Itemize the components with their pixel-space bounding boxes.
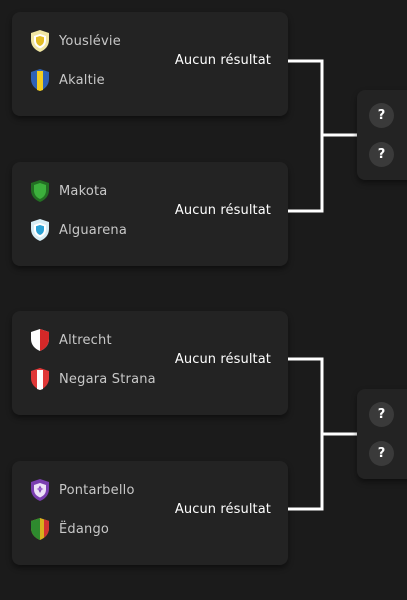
green-shield-icon <box>31 180 49 202</box>
team-name: Ëdango <box>59 521 110 537</box>
light-blue-shield-icon <box>31 219 49 241</box>
team-name: Alguarena <box>59 222 128 238</box>
unknown-team-icon: ? <box>369 441 394 466</box>
team-name: Altrecht <box>59 332 112 348</box>
match-result: Aucun résultat <box>174 352 271 367</box>
unknown-team-icon: ? <box>369 142 394 167</box>
match-card[interactable]: Pontarbello Ëdango Aucun résultat <box>12 461 288 565</box>
team-row[interactable]: Ëdango <box>30 517 109 541</box>
unknown-team-icon: ? <box>369 402 394 427</box>
match-card[interactable]: Youslévie Akaltie Aucun résultat <box>12 12 288 116</box>
bracket-connector-top <box>288 59 357 213</box>
team-row[interactable]: Youslévie <box>30 29 121 53</box>
next-round-card[interactable]: ? ? <box>357 90 407 180</box>
next-round-card[interactable]: ? ? <box>357 389 407 479</box>
team-row[interactable]: Alguarena <box>30 218 127 242</box>
yellow-shield-icon <box>31 30 49 52</box>
green-yellow-red-shield-icon <box>31 518 49 540</box>
team-name: Makota <box>59 183 108 199</box>
team-row[interactable]: Akaltie <box>30 68 105 92</box>
team-name: Akaltie <box>59 72 105 88</box>
match-card[interactable]: Altrecht Negara Strana Aucun résultat <box>12 311 288 415</box>
team-row[interactable]: Negara Strana <box>30 367 156 391</box>
team-row[interactable]: Pontarbello <box>30 478 135 502</box>
blue-yellow-shield-icon <box>31 69 49 91</box>
team-name: Pontarbello <box>59 482 135 498</box>
match-card[interactable]: Makota Alguarena Aucun résultat <box>12 162 288 266</box>
match-result: Aucun résultat <box>174 53 271 68</box>
match-result: Aucun résultat <box>174 203 271 218</box>
purple-shield-icon <box>31 479 49 501</box>
red-white-shield-icon <box>31 329 49 351</box>
unknown-team-icon: ? <box>369 103 394 128</box>
team-name: Youslévie <box>59 33 121 49</box>
team-row[interactable]: Makota <box>30 179 107 203</box>
team-row[interactable]: Altrecht <box>30 328 112 352</box>
team-name: Negara Strana <box>59 371 156 387</box>
bracket-connector-bottom <box>288 357 357 511</box>
match-result: Aucun résultat <box>174 502 271 517</box>
red-white-shield-icon <box>31 368 49 390</box>
